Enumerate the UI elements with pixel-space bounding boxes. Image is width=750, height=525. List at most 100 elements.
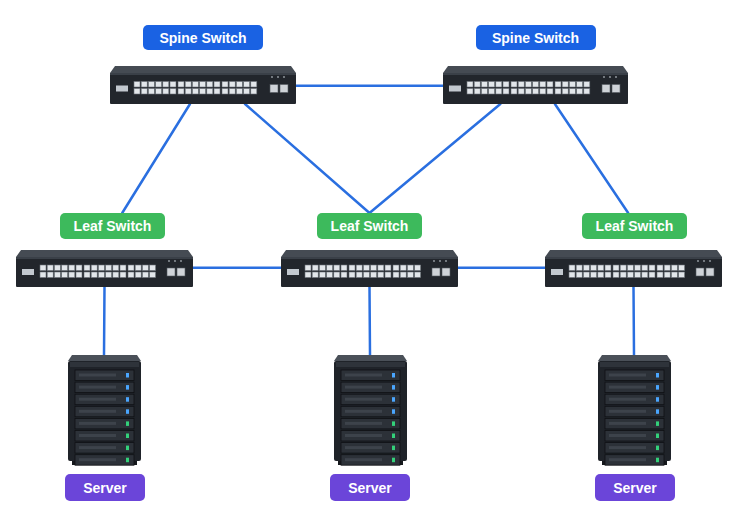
device-part [214, 82, 220, 88]
device-part [609, 398, 646, 401]
device-part [305, 265, 311, 271]
device-part [706, 268, 714, 276]
device-part [393, 272, 399, 278]
device-part [605, 265, 611, 271]
device-part [609, 374, 646, 377]
switch-node: Leaf Switch [545, 213, 722, 287]
device-part [120, 272, 126, 278]
device-part [602, 85, 610, 93]
server-illustration [334, 355, 407, 465]
device-part [415, 272, 421, 278]
device-part [605, 455, 664, 466]
device-part [312, 265, 318, 271]
server-node: Server [328, 355, 412, 501]
device-part [79, 434, 116, 437]
device-part [649, 265, 655, 271]
device-part [319, 272, 325, 278]
device-part [489, 89, 495, 95]
device-part [120, 265, 126, 271]
device-part [70, 362, 139, 367]
device-part [609, 446, 646, 449]
device-part [75, 406, 134, 417]
device-part [126, 446, 129, 451]
device-part [474, 89, 480, 95]
device-part [281, 250, 458, 257]
device-part [69, 272, 75, 278]
device-part [584, 89, 590, 95]
device-part [433, 260, 435, 262]
device-part [605, 443, 664, 454]
device-part [185, 89, 191, 95]
switch-node: Spine Switch [443, 25, 628, 104]
device-part [349, 265, 355, 271]
device-part [110, 66, 296, 73]
device-part [135, 272, 141, 278]
device-part [378, 265, 384, 271]
device-part [40, 272, 46, 278]
link-line [122, 104, 190, 213]
device-part [277, 76, 279, 78]
device-part [341, 394, 400, 405]
device-part [496, 82, 502, 88]
device-part [341, 443, 400, 454]
device-part [518, 89, 524, 95]
device-part [283, 76, 285, 78]
device-part [407, 272, 413, 278]
link-line [632, 287, 635, 355]
device-part [345, 410, 382, 413]
device-part [598, 272, 604, 278]
device-part [62, 265, 68, 271]
device-part [305, 272, 311, 278]
device-part [54, 265, 60, 271]
device-part [110, 73, 296, 75]
device-part [79, 410, 116, 413]
device-part [334, 265, 340, 271]
device-part [555, 89, 561, 95]
device-part [84, 272, 90, 278]
device-part [547, 82, 553, 88]
device-part [400, 265, 406, 271]
device-part [583, 272, 589, 278]
device-part [533, 82, 539, 88]
device-part [236, 89, 242, 95]
switch-illustration [545, 250, 722, 287]
device-part [679, 265, 685, 271]
device-part [336, 362, 405, 367]
device-part [605, 272, 611, 278]
device-part [345, 458, 382, 461]
device-part [503, 82, 509, 88]
server-illustration [598, 355, 671, 465]
device-part [106, 265, 112, 271]
device-part [656, 409, 659, 414]
server-body [68, 355, 141, 465]
device-part [635, 265, 641, 271]
device-part [141, 89, 147, 95]
device-part [569, 272, 575, 278]
device-part [605, 370, 664, 381]
device-part [545, 257, 722, 287]
device-part [229, 89, 235, 95]
device-part [91, 265, 97, 271]
device-part [222, 82, 228, 88]
device-part [615, 76, 617, 78]
device-part [207, 89, 213, 95]
device-part [392, 458, 395, 463]
device-part [605, 418, 664, 429]
device-part [415, 265, 421, 271]
device-part [577, 82, 583, 88]
device-part [341, 455, 400, 466]
device-part [598, 265, 604, 271]
device-part [229, 82, 235, 88]
device-part [185, 82, 191, 88]
device-part [192, 82, 198, 88]
device-part [163, 89, 169, 95]
device-part [141, 82, 147, 88]
device-part [68, 355, 141, 361]
device-part [126, 385, 129, 390]
device-part [113, 265, 119, 271]
device-part [656, 458, 659, 463]
device-part [547, 89, 553, 95]
device-part [443, 73, 628, 104]
device-part [649, 272, 655, 278]
